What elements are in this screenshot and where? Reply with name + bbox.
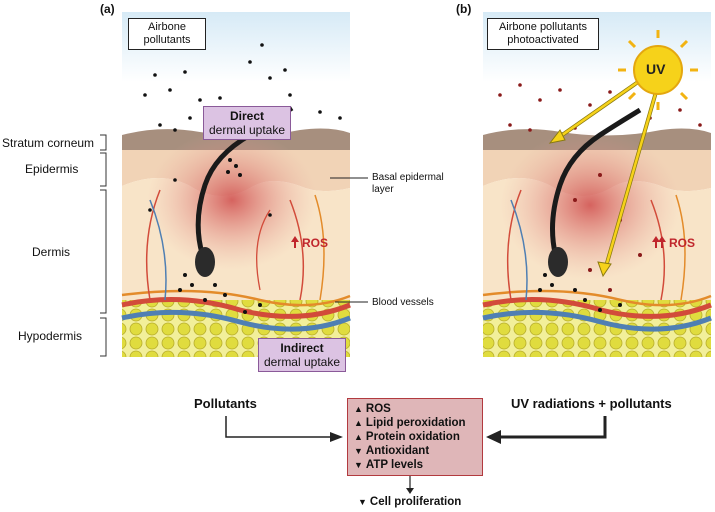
panel-b-ros: ROS — [669, 236, 696, 250]
flow-pollutants-label: Pollutants — [194, 396, 257, 411]
indirect-uptake-box: Indirect dermal uptake — [258, 338, 346, 372]
layer-hypodermis: Hypodermis — [18, 329, 83, 343]
indirect-uptake-title: Indirect — [280, 341, 324, 355]
effect-lipid: ▲Lipid peroxidation — [354, 417, 466, 429]
panel-b-pollutant-line1: Airbone pollutants — [498, 21, 588, 33]
basal-layer-line2: layer — [372, 184, 394, 195]
layer-stratum-corneum: Stratum corneum — [2, 136, 95, 150]
pollutant-particle-icon — [143, 43, 342, 314]
panel-a-pollutant-box: Airbone pollutants — [128, 18, 206, 50]
panel-a-tag: (a) — [100, 2, 115, 16]
sun-icon — [618, 30, 698, 110]
basal-layer-line1: Basal epidermal — [372, 172, 444, 183]
arrow-icon — [225, 416, 607, 494]
indirect-uptake-text: dermal uptake — [263, 355, 341, 369]
panel-a-ros: ROS — [302, 236, 329, 250]
effect-ros: ▲ROS — [354, 403, 391, 415]
outcome-label: ▼Cell proliferation — [358, 496, 462, 508]
down-arrow-icon: ▼ — [354, 460, 363, 470]
layer-dermis: Dermis — [32, 245, 70, 259]
up-arrow-icon: ▲ — [354, 404, 363, 414]
panel-a-illustration — [121, 12, 351, 357]
direct-uptake-title: Direct — [229, 109, 264, 123]
up-arrow-icon: ▲ — [354, 418, 363, 428]
panel-a-pollutant-line2: pollutants — [143, 34, 191, 46]
flow-uv-pollutants-label: UV radiations + pollutants — [511, 396, 672, 411]
effects-box: ▲ROS ▲Lipid peroxidation ▲Protein oxidat… — [347, 398, 483, 476]
effect-atp: ▼ATP levels — [354, 459, 424, 471]
down-arrow-icon: ▼ — [358, 497, 367, 507]
effect-protein: ▲Protein oxidation — [354, 431, 460, 443]
bracket-icon — [100, 134, 107, 357]
down-arrow-icon: ▼ — [354, 446, 363, 456]
uv-label: UV — [646, 61, 666, 77]
panel-a-pollutant-line1: Airbone — [148, 21, 186, 33]
panel-b-illustration — [482, 12, 712, 357]
panel-b-pollutant-line2: photoactivated — [507, 34, 579, 46]
direct-uptake-text: dermal uptake — [208, 123, 286, 137]
direct-uptake-box: Direct dermal uptake — [203, 106, 291, 140]
effect-antioxidant: ▼Antioxidant — [354, 445, 430, 457]
blood-vessels-label: Blood vessels — [372, 297, 434, 308]
layer-epidermis: Epidermis — [25, 162, 79, 176]
panel-b-tag: (b) — [456, 2, 472, 16]
up-arrow-icon: ▲ — [354, 432, 363, 442]
basal-layer-label: Basal epidermal layer — [372, 172, 444, 196]
panel-b-pollutant-box: Airbone pollutants photoactivated — [487, 18, 599, 50]
hair-follicle-icon — [550, 107, 642, 271]
